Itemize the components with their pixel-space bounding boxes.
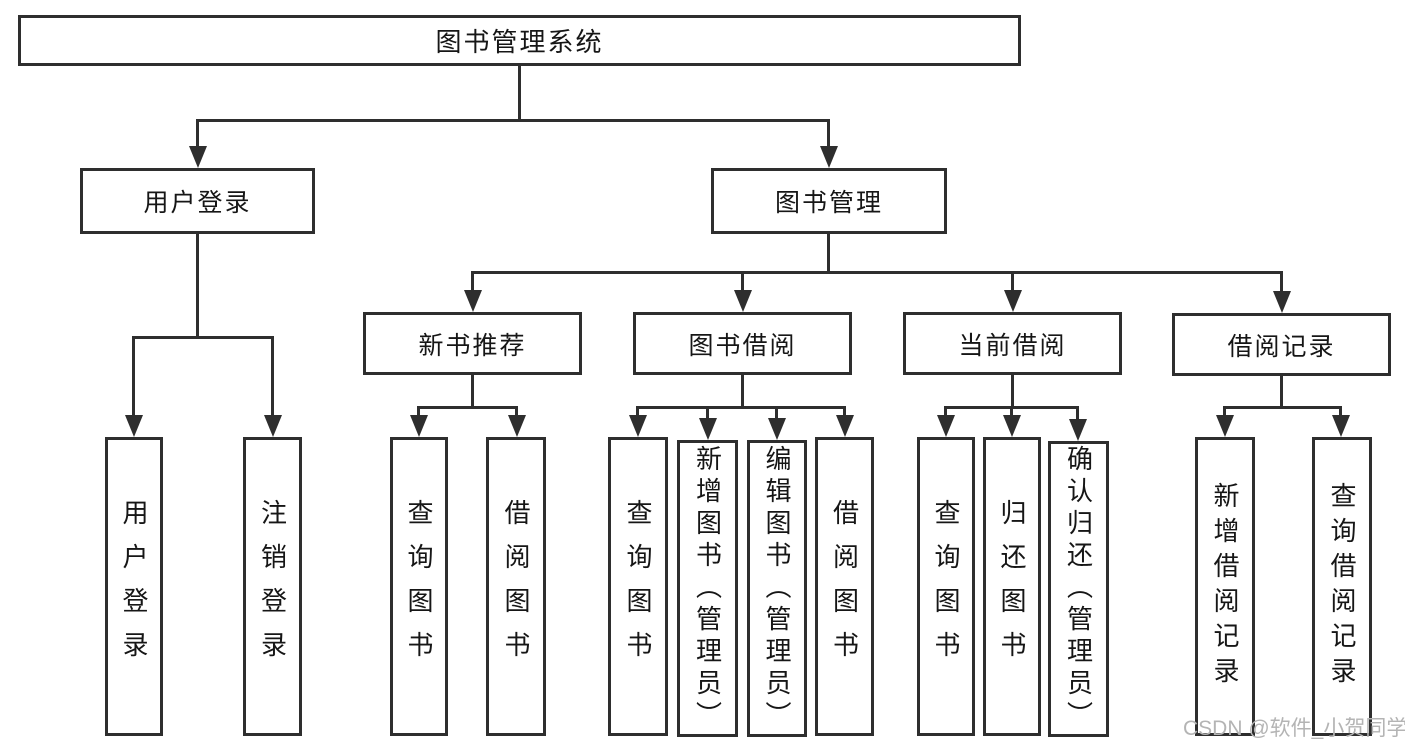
leaf-query-borrow-record: 查询借阅记录 [1312, 437, 1372, 736]
watermark: CSDN @软件_小贺同学 [1183, 717, 1405, 740]
leaf-borrow-books-recommend: 借阅图书 [486, 437, 546, 736]
connector-line [1280, 374, 1283, 409]
connector-line [944, 406, 947, 418]
connector-line [518, 64, 521, 122]
connector-line [196, 119, 199, 149]
arrow-down-icon [1069, 419, 1087, 441]
connector-line [132, 336, 274, 339]
arrow-down-icon [734, 290, 752, 312]
node-user-login: 用户登录 [80, 168, 315, 234]
connector-line [515, 406, 518, 418]
arrow-down-icon [937, 415, 955, 437]
leaf-query-books-current: 查询图书 [917, 437, 975, 736]
arrow-down-icon [1004, 290, 1022, 312]
connector-line [417, 406, 518, 409]
leaf-add-borrow-record: 新增借阅记录 [1195, 437, 1255, 736]
connector-line [827, 119, 830, 149]
arrow-down-icon [768, 418, 786, 440]
arrow-down-icon [1216, 415, 1234, 437]
arrow-down-icon [464, 290, 482, 312]
leaf-return-book: 归还图书 [983, 437, 1041, 736]
arrow-down-icon [125, 415, 143, 437]
connector-line [1011, 271, 1014, 293]
node-book-borrow: 图书借阅 [633, 312, 852, 375]
node-new-book-recommend: 新书推荐 [363, 312, 582, 375]
leaf-query-books-borrow: 查询图书 [608, 437, 668, 736]
connector-line [132, 336, 135, 418]
arrow-down-icon [508, 415, 526, 437]
connector-line [843, 406, 846, 418]
connector-line [1339, 406, 1342, 418]
connector-line [471, 373, 474, 409]
arrow-down-icon [1273, 291, 1291, 313]
connector-line [196, 232, 199, 339]
connector-line [1010, 406, 1013, 418]
connector-line [636, 406, 845, 409]
arrow-down-icon [629, 415, 647, 437]
connector-line [1011, 373, 1014, 409]
arrow-down-icon [820, 146, 838, 168]
leaf-edit-book-admin: 编辑图书（管理员） [747, 440, 807, 737]
leaf-add-book-admin: 新增图书（管理员） [677, 440, 738, 737]
arrow-down-icon [1332, 415, 1350, 437]
node-borrow-records: 借阅记录 [1172, 313, 1391, 376]
connector-line [271, 336, 274, 418]
connector-line [775, 406, 778, 420]
leaf-query-books-recommend: 查询图书 [390, 437, 448, 736]
connector-line [1280, 271, 1283, 294]
connector-line [471, 271, 1283, 274]
connector-line [741, 373, 744, 409]
connector-line [471, 271, 474, 293]
connector-line [741, 271, 744, 293]
connector-line [706, 406, 709, 420]
node-current-borrow: 当前借阅 [903, 312, 1122, 375]
arrow-down-icon [1003, 415, 1021, 437]
leaf-user-login: 用户登录 [105, 437, 163, 736]
node-root: 图书管理系统 [18, 15, 1021, 66]
connector-line [636, 406, 639, 418]
arrow-down-icon [410, 415, 428, 437]
connector-line [417, 406, 420, 418]
leaf-borrow-books-borrow: 借阅图书 [815, 437, 874, 736]
leaf-logout: 注销登录 [243, 437, 302, 736]
connector-line [827, 232, 830, 274]
connector-line [1223, 406, 1342, 409]
connector-line [1223, 406, 1226, 418]
arrow-down-icon [264, 415, 282, 437]
arrow-down-icon [189, 146, 207, 168]
leaf-confirm-return-admin: 确认归还（管理员） [1048, 441, 1109, 737]
connector-line [1076, 406, 1079, 421]
arrow-down-icon [836, 415, 854, 437]
arrow-down-icon [699, 418, 717, 440]
node-book-management: 图书管理 [711, 168, 947, 234]
connector-line [196, 119, 830, 122]
